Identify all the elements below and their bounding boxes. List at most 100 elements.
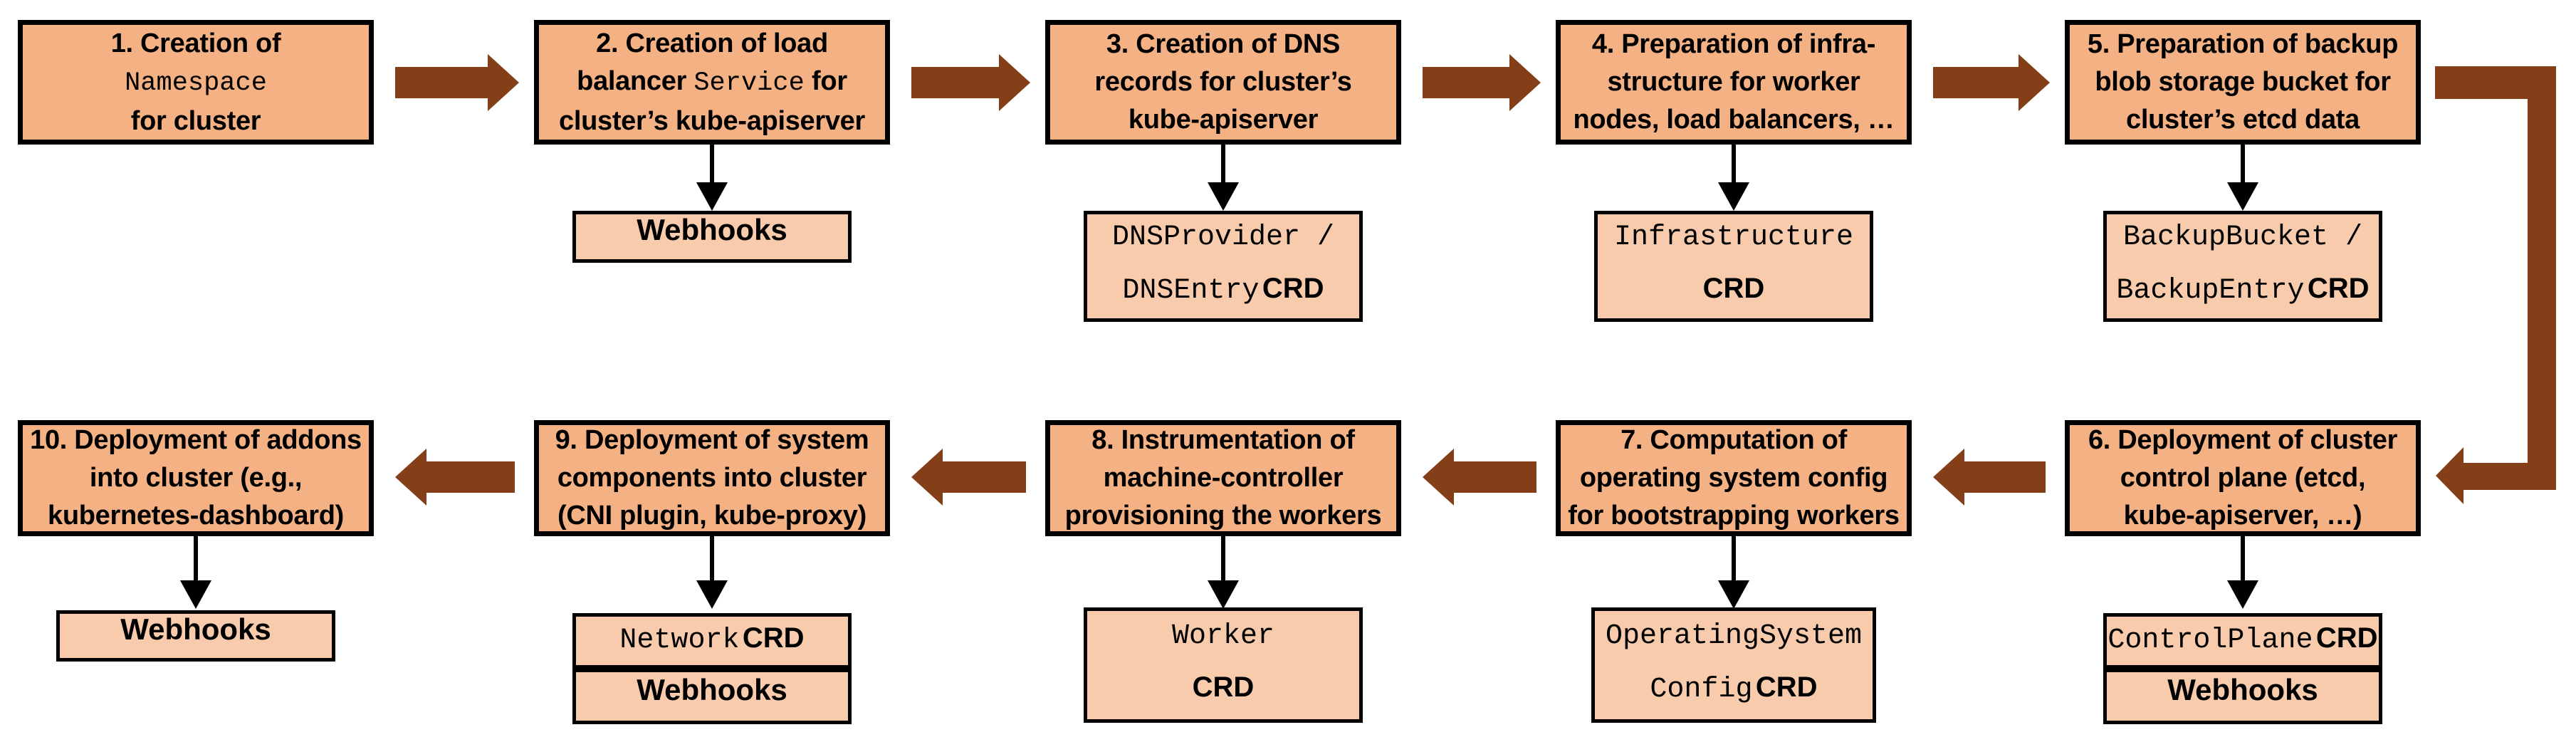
step-6-webhooks-box: Webhooks — [2103, 669, 2382, 724]
text-segment: 1. Creation of — [110, 28, 281, 58]
text-segment: control plane (etcd, — [2120, 463, 2366, 493]
text-segment: kubernetes-dashboard) — [47, 501, 344, 531]
title-line: (CNI plugin, kube-proxy) — [557, 497, 866, 535]
text-segment: components into cluster — [557, 463, 867, 493]
crd-label: CRD — [2307, 273, 2370, 304]
title-line: components into cluster — [557, 459, 867, 497]
code-segment: Service — [693, 68, 805, 98]
text-segment: 3. Creation of DNS — [1106, 29, 1341, 59]
title-line: cluster’s kube-apiserver — [559, 103, 865, 140]
step-2-box: 2. Creation of load balancer Service for… — [534, 20, 890, 145]
connector-line — [1221, 536, 1225, 580]
title-line: records for cluster’s — [1094, 63, 1351, 101]
connector-arrowhead-icon — [1718, 580, 1749, 609]
crd-label: CRD — [1192, 672, 1255, 703]
sub-box-line: Webhooks — [120, 612, 271, 660]
text-segment: for — [812, 66, 847, 96]
step-3-box: 3. Creation of DNS records for cluster’s… — [1045, 20, 1401, 145]
step-5-crd-box: BackupBucket / BackupEntry CRD — [2103, 211, 2382, 322]
step-5-box: 5. Preparation of backup blob storage bu… — [2065, 20, 2421, 145]
step-3-crd-box: DNSProvider / DNSEntry CRD — [1084, 211, 1363, 322]
step-1-box: 1. Creation of Namespace for cluster — [18, 20, 374, 145]
text-segment: provisioning the workers — [1064, 501, 1382, 531]
code-segment: DNSEntry — [1122, 275, 1260, 307]
title-line: kube-apiserver — [1129, 101, 1318, 139]
text-segment: into cluster (e.g., — [89, 463, 303, 493]
text-segment: 5. Preparation of backup — [2087, 29, 2399, 59]
title-line: operating system config — [1580, 459, 1888, 497]
step-9-box: 9. Deployment of system components into … — [534, 420, 890, 536]
sub-box-line: BackupEntry CRD — [2116, 265, 2369, 318]
title-line: for cluster — [131, 103, 261, 140]
connector-arrowhead-icon — [696, 580, 728, 609]
text-segment: nodes, load balancers, … — [1573, 105, 1895, 135]
elbow-arrow-shape — [2435, 66, 2556, 504]
text-segment: cluster’s etcd data — [2126, 105, 2360, 135]
text-segment: for cluster — [130, 105, 261, 136]
webhooks-label: Webhooks — [637, 213, 787, 246]
title-line: 1. Creation of — [111, 25, 281, 63]
arrow-head-right-icon — [999, 54, 1030, 111]
sub-box-line: CRD — [1193, 664, 1255, 717]
title-line: into cluster (e.g., — [89, 459, 303, 497]
text-segment: 6. Deployment of cluster — [2088, 425, 2398, 455]
step-9-webhooks-box: Webhooks — [572, 669, 852, 724]
title-line: cluster’s etcd data — [2126, 101, 2360, 139]
connector-line — [710, 145, 714, 182]
title-line: 10. Deployment of addons — [30, 422, 362, 459]
sub-box-line: Worker — [1172, 613, 1274, 664]
connector-arrowhead-icon — [180, 580, 211, 609]
text-segment: 8. Instrumentation of — [1091, 425, 1355, 455]
step-6-crd-box: ControlPlane CRD — [2103, 613, 2382, 669]
arrow-head-right-icon — [2019, 54, 2050, 111]
title-line: 8. Instrumentation of — [1091, 422, 1355, 459]
code-segment: ControlPlane — [2108, 624, 2313, 657]
title-line: kube-apiserver, …) — [2124, 497, 2362, 535]
connector-line — [1732, 536, 1736, 580]
arrow-bar — [943, 461, 1026, 493]
arrow-head-left-icon — [911, 449, 943, 506]
step-7-crd-box: OperatingSystem Config CRD — [1591, 607, 1876, 723]
text-segment: for bootstrapping workers — [1568, 501, 1900, 531]
text-segment: machine-controller — [1103, 463, 1344, 493]
sub-box-line: DNSProvider / — [1112, 214, 1334, 265]
arrow-bar — [1964, 461, 2046, 493]
webhooks-label: Webhooks — [2167, 672, 2318, 706]
title-line: control plane (etcd, — [2120, 459, 2366, 497]
step-8-box: 8. Instrumentation of machine-controller… — [1045, 420, 1401, 536]
text-segment: kube-apiserver — [1128, 105, 1319, 135]
title-line: machine-controller — [1104, 459, 1344, 497]
sub-box-line: DNSEntry CRD — [1122, 265, 1324, 318]
title-line: provisioning the workers — [1065, 497, 1382, 535]
title-line: 4. Preparation of infra- — [1592, 26, 1876, 63]
arrow-bar — [426, 461, 515, 493]
arrow-bar — [1423, 67, 1509, 98]
sub-box-line: OperatingSystem — [1606, 613, 1862, 664]
arrow-bar — [1454, 461, 1536, 493]
crd-label: CRD — [1702, 273, 1765, 304]
sub-box-line: Infrastructure — [1614, 214, 1853, 265]
code-segment: OperatingSystem — [1605, 620, 1863, 652]
title-line: 3. Creation of DNS — [1106, 26, 1341, 63]
connector-line — [194, 536, 198, 580]
connector-line — [1221, 145, 1225, 182]
step-10-box: 10. Deployment of addons into cluster (e… — [18, 420, 374, 536]
arrow-head-right-icon — [1509, 54, 1541, 111]
step-7-box: 7. Computation of operating system confi… — [1556, 420, 1912, 536]
webhooks-label: Webhooks — [637, 672, 787, 706]
code-segment: DNSProvider / — [1111, 221, 1335, 254]
step-2-webhooks-box: Webhooks — [572, 211, 852, 263]
sub-box-line: Network CRD — [619, 615, 804, 668]
title-line: 2. Creation of load — [596, 25, 828, 63]
crd-label: CRD — [1755, 672, 1818, 703]
arrow-bar — [1933, 67, 2019, 98]
text-segment: 9. Deployment of system — [555, 425, 869, 455]
step-4-crd-box: Infrastructure CRD — [1594, 211, 1873, 322]
connector-arrowhead-icon — [1208, 580, 1239, 609]
title-line: blob storage bucket for — [2095, 63, 2391, 101]
title-line: 7. Computation of — [1621, 422, 1847, 459]
connector-line — [1732, 145, 1736, 182]
sub-box-line: Webhooks — [637, 673, 787, 721]
code-segment: Network — [619, 624, 740, 657]
